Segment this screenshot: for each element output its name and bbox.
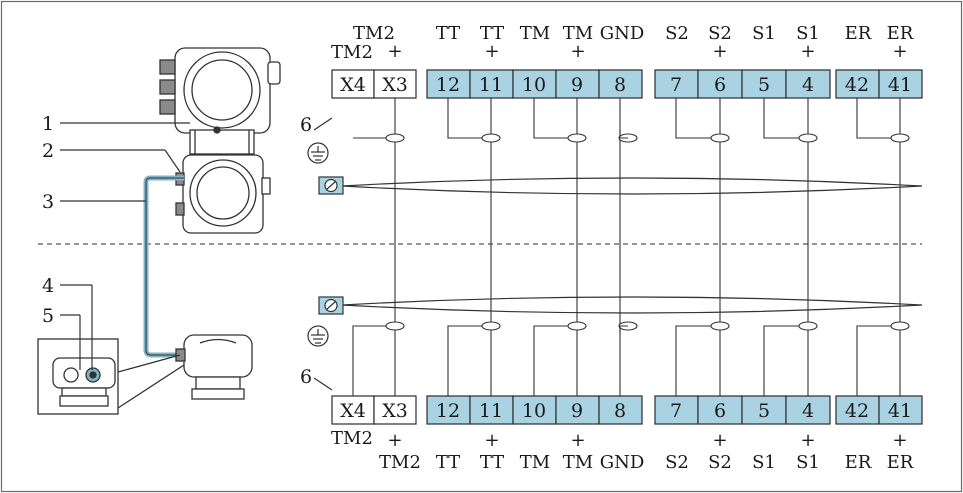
- callouts: [60, 117, 333, 391]
- top-terminal-labels: X4 X3 12 11 10 9 8 7 6 5 4 42 41: [340, 74, 912, 96]
- top-header-labels: TM2 TT TT TM TM GND S2 S2 S1 S1 ER ER + …: [331, 23, 914, 63]
- callout-3: 3: [42, 191, 54, 213]
- terminal-7-bottom: 7: [670, 400, 682, 422]
- callout-4: 4: [42, 275, 54, 297]
- plus-11-bottom: +: [484, 430, 499, 451]
- transmitter-housing-icon: [159, 47, 281, 234]
- terminal-5-top: 5: [758, 74, 770, 96]
- cable-shield: [341, 177, 923, 314]
- terminal-6-top: 6: [714, 74, 726, 96]
- terminal-7-top: 7: [670, 74, 682, 96]
- label-tm-1: TM: [520, 23, 550, 44]
- terminal-4-bottom: 4: [802, 400, 814, 422]
- label-tt-2: TT: [480, 23, 504, 44]
- terminal-4-top: 4: [802, 74, 814, 96]
- label-s2-1: S2: [665, 23, 689, 44]
- plus-6: +: [712, 41, 727, 62]
- label-er-1: ER: [845, 23, 872, 44]
- footer-tt-1: TT: [436, 452, 460, 473]
- plus-4-bottom: +: [800, 430, 815, 451]
- label-s1-2: S1: [796, 23, 820, 44]
- earth-ground-icon: [307, 325, 329, 347]
- footer-er-2: ER: [887, 452, 914, 473]
- pair-markers: [385, 133, 910, 331]
- plus-9-bottom: +: [570, 430, 585, 451]
- terminal-11-top: 11: [479, 74, 503, 96]
- callout-1: 1: [42, 113, 54, 135]
- terminal-11-bottom: 11: [479, 400, 503, 422]
- plus-11: +: [484, 41, 499, 62]
- terminal-8-bottom: 8: [614, 400, 626, 422]
- footer-er-1: ER: [845, 452, 872, 473]
- label-tm-2: TM: [563, 23, 593, 44]
- footer-tm-2: TM: [563, 452, 593, 473]
- terminal-x4-top: X4: [340, 74, 366, 96]
- terminal-9-top: 9: [571, 74, 583, 96]
- terminal-12-top: 12: [436, 74, 460, 96]
- cable-clamp-icon: [318, 176, 344, 195]
- plus-41-bottom: +: [892, 430, 907, 451]
- footer-tm-1: TM: [520, 452, 550, 473]
- terminal-6-bottom: 6: [714, 400, 726, 422]
- terminal-8-top: 8: [614, 74, 626, 96]
- label-tt-1: TT: [436, 23, 460, 44]
- label-gnd: GND: [600, 23, 645, 44]
- terminal-10-top: 10: [522, 74, 546, 96]
- terminal-x3-top: X3: [382, 74, 408, 96]
- label-tm2-top: TM2: [353, 23, 395, 44]
- plus-x3: +: [387, 41, 402, 62]
- terminal-41-top: 41: [888, 74, 912, 96]
- terminal-12-bottom: 12: [436, 400, 460, 422]
- terminal-10-bottom: 10: [522, 400, 546, 422]
- sensor-housing-icon: [175, 334, 253, 400]
- wire-lines: [352, 98, 901, 396]
- terminal-5-bottom: 5: [758, 400, 770, 422]
- plus-9: +: [570, 41, 585, 62]
- footer-s2-2: S2: [708, 452, 732, 473]
- cable-clamp-icon: [318, 296, 344, 315]
- terminal-9-bottom: 9: [571, 400, 583, 422]
- footer-tm2: TM2: [379, 452, 421, 473]
- label-er-2: ER: [887, 23, 914, 44]
- plus-6-bottom: +: [712, 430, 727, 451]
- plus-x3-bottom: +: [387, 430, 402, 451]
- bottom-terminal-strip: [331, 395, 923, 425]
- bottom-footer-labels: TM2 + + + + + + TM2 TT TT TM TM GND S2 S…: [331, 428, 914, 473]
- plus-4: +: [800, 41, 815, 62]
- bottom-terminal-labels: X4 X3 12 11 10 9 8 7 6 5 4 42 41: [340, 400, 912, 422]
- plus-41: +: [892, 41, 907, 62]
- footer-s2-1: S2: [665, 452, 689, 473]
- footer-tt-2: TT: [480, 452, 504, 473]
- callout-5: 5: [42, 305, 54, 327]
- footer-s1-1: S1: [752, 452, 776, 473]
- earth-ground-icon: [307, 142, 329, 164]
- top-terminal-strip: [331, 69, 923, 99]
- terminal-x4-bottom: X4: [340, 400, 366, 422]
- junction-box-icon: [37, 338, 185, 415]
- terminal-41-bottom: 41: [888, 400, 912, 422]
- label-tm2-left-bottom: TM2: [331, 428, 373, 449]
- callout-6-top: 6: [300, 114, 312, 136]
- label-s2-2: S2: [708, 23, 732, 44]
- callout-6-bottom: 6: [300, 366, 312, 388]
- terminal-x3-bottom: X3: [382, 400, 408, 422]
- label-s1-1: S1: [752, 23, 776, 44]
- terminal-42-bottom: 42: [845, 400, 869, 422]
- footer-gnd: GND: [600, 452, 645, 473]
- label-tm2-left-top: TM2: [331, 42, 373, 63]
- terminal-42-top: 42: [845, 74, 869, 96]
- footer-s1-2: S1: [796, 452, 820, 473]
- callout-2: 2: [42, 140, 54, 162]
